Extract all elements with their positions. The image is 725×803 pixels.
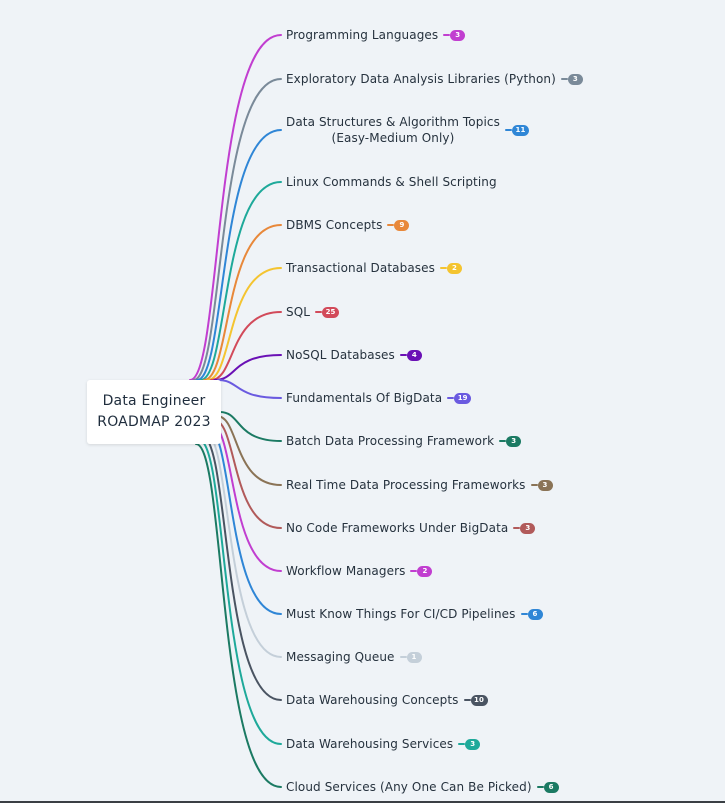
- topic-node[interactable]: Linux Commands & Shell Scripting: [286, 172, 497, 192]
- badge-connector: [447, 397, 455, 399]
- badge-connector: [499, 440, 507, 442]
- badge-connector: [536, 786, 544, 788]
- topic-node[interactable]: Workflow Managers 2: [286, 561, 433, 581]
- badge-connector: [399, 656, 407, 658]
- badge-connector: [443, 34, 451, 36]
- topic-label: Batch Data Processing Framework: [286, 434, 495, 448]
- badge-connector: [463, 699, 471, 701]
- child-count-badge[interactable]: 3: [520, 522, 536, 534]
- child-count-badge[interactable]: 6: [527, 608, 543, 620]
- child-count-badge[interactable]: 10: [470, 694, 488, 706]
- child-count-badge[interactable]: 3: [465, 738, 481, 750]
- badge-connector: [315, 311, 323, 313]
- badge-connector: [520, 613, 528, 615]
- topic-label: Data Warehousing Services: [286, 737, 454, 751]
- branch-line: [219, 411, 282, 442]
- badge-connector: [560, 78, 568, 80]
- branch-line: [203, 224, 282, 381]
- badge-connector: [410, 570, 418, 572]
- topic-node[interactable]: Data Warehousing Concepts 10: [286, 690, 488, 710]
- bottom-border: [0, 801, 725, 803]
- topic-node[interactable]: No Code Frameworks Under BigData 3: [286, 518, 536, 538]
- root-topic[interactable]: Data Engineer ROADMAP 2023: [87, 380, 221, 444]
- topic-label: Must Know Things For CI/CD Pipelines: [286, 607, 516, 621]
- branch-line: [206, 267, 282, 381]
- branch-line: [213, 354, 282, 381]
- badge-connector: [504, 129, 512, 131]
- topic-node[interactable]: SQL 25: [286, 302, 340, 322]
- topic-label: SQL: [286, 305, 311, 319]
- child-count-badge[interactable]: 2: [417, 565, 433, 577]
- topic-node[interactable]: Data Structures & Algorithm Topics(Easy-…: [286, 113, 529, 147]
- child-count-badge[interactable]: 9: [394, 219, 410, 231]
- branch-line: [196, 129, 282, 381]
- topic-node[interactable]: NoSQL Databases 4: [286, 345, 422, 365]
- child-count-badge[interactable]: 11: [511, 124, 529, 136]
- branch-line: [217, 379, 282, 399]
- child-count-badge[interactable]: 3: [506, 435, 522, 447]
- topic-label: Exploratory Data Analysis Libraries (Pyt…: [286, 72, 556, 86]
- branch-connectors: [189, 34, 282, 788]
- branch-line: [192, 78, 282, 381]
- topic-node[interactable]: Data Warehousing Services 3: [286, 734, 481, 754]
- root-title-line-2: ROADMAP 2023: [97, 414, 211, 430]
- branch-line: [210, 311, 282, 381]
- topic-label: Data Warehousing Concepts: [286, 693, 459, 707]
- child-count-badge[interactable]: 3: [567, 73, 583, 85]
- topic-label: Linux Commands & Shell Scripting: [286, 175, 497, 189]
- badge-connector: [458, 743, 466, 745]
- root-title-line-1: Data Engineer: [102, 393, 206, 409]
- child-count-badge[interactable]: 6: [543, 781, 559, 793]
- topic-label: Data Structures & Algorithm Topics(Easy-…: [286, 115, 500, 145]
- topic-label: NoSQL Databases: [286, 348, 395, 362]
- badge-connector: [387, 224, 395, 226]
- topic-node[interactable]: Batch Data Processing Framework 3: [286, 431, 522, 451]
- branch-line: [199, 181, 282, 381]
- branch-line: [195, 443, 282, 788]
- topic-label: Programming Languages: [286, 28, 439, 42]
- topic-node[interactable]: Transactional Databases 2: [286, 258, 462, 278]
- topic-node[interactable]: DBMS Concepts 9: [286, 215, 410, 235]
- topic-label: Workflow Managers: [286, 564, 406, 578]
- badge-connector: [513, 527, 521, 529]
- topic-label: Fundamentals Of BigData: [286, 391, 443, 405]
- child-count-badge[interactable]: 19: [454, 392, 472, 404]
- topic-node[interactable]: Fundamentals Of BigData 19: [286, 388, 472, 408]
- badge-connector: [399, 354, 407, 356]
- child-count-badge[interactable]: 25: [322, 306, 340, 318]
- branch-line: [213, 419, 282, 529]
- child-count-badge[interactable]: 3: [537, 479, 553, 491]
- topic-label: Transactional Databases: [286, 261, 435, 275]
- topic-label: Messaging Queue: [286, 650, 395, 664]
- child-count-badge[interactable]: 3: [450, 29, 466, 41]
- branch-line: [216, 415, 282, 486]
- topic-node[interactable]: Programming Languages 3: [286, 25, 466, 45]
- child-count-badge[interactable]: 1: [406, 651, 422, 663]
- child-count-badge[interactable]: 4: [406, 349, 422, 361]
- branch-line: [201, 435, 282, 701]
- child-count-badge[interactable]: 2: [446, 262, 462, 274]
- branch-line: [198, 439, 282, 745]
- badge-connector: [439, 267, 447, 269]
- topic-label: DBMS Concepts: [286, 218, 383, 232]
- branch-line: [189, 34, 282, 381]
- topic-label: Cloud Services (Any One Can Be Picked): [286, 780, 532, 794]
- badge-connector: [530, 484, 538, 486]
- topic-label: Real Time Data Processing Frameworks: [286, 478, 526, 492]
- topic-node[interactable]: Exploratory Data Analysis Libraries (Pyt…: [286, 69, 583, 89]
- topic-node[interactable]: Cloud Services (Any One Can Be Picked) 6: [286, 777, 559, 797]
- topic-label: No Code Frameworks Under BigData: [286, 521, 509, 535]
- topic-node[interactable]: Real Time Data Processing Frameworks 3: [286, 475, 553, 495]
- topic-node[interactable]: Must Know Things For CI/CD Pipelines 6: [286, 604, 543, 624]
- topic-node[interactable]: Messaging Queue 1: [286, 647, 422, 667]
